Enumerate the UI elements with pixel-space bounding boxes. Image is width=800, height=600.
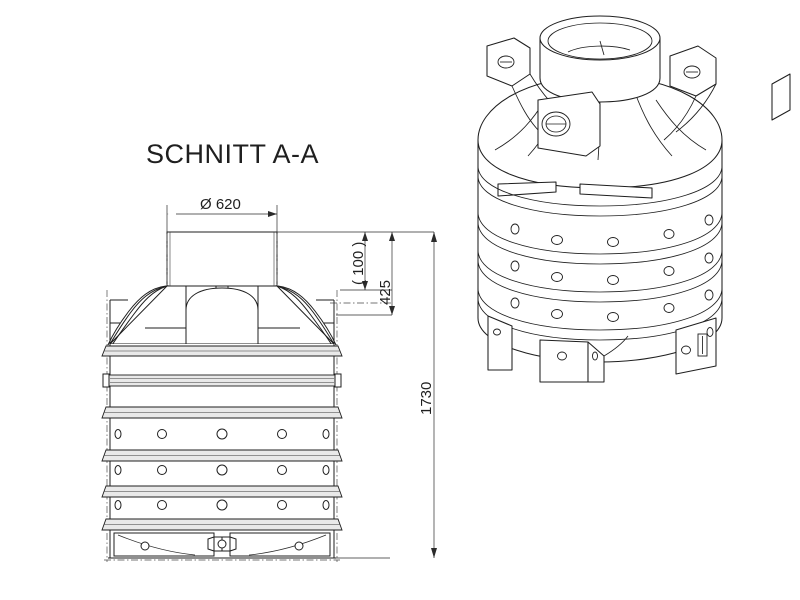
dimension-1730: 1730 [418,232,437,558]
iso-port [537,91,601,157]
iso-feet [487,315,717,383]
rib-1 [101,345,343,357]
iso-hole-row-3 [510,289,714,322]
hole-row-2 [114,464,330,476]
dimension-stack: ( 100 ) 425 1730 [277,231,437,558]
iso-neck [539,15,661,103]
dimension-425: 425 [377,232,395,315]
iso-hole-row-2 [510,252,714,285]
shoulder-cone [107,285,337,346]
rib-3 [101,449,343,462]
base-skirt [104,529,390,561]
dimension-label-100: ( 100 ) [350,242,367,285]
rib-5 [101,518,343,531]
dimension-label-620: Ø 620 [200,196,241,213]
rib-2 [101,406,343,419]
dimension-label-1730: 1730 [418,382,435,415]
iso-lugs [486,37,791,141]
rib-channel [102,373,342,388]
dimension-diameter-620: Ø 620 [166,196,278,240]
neck-collar [166,231,278,288]
section-view: Ø 620 [101,196,390,562]
page-title: SCHNITT A-A [146,139,319,169]
rib-4 [101,485,343,498]
inner-dome [110,285,334,345]
hole-row-1 [114,428,330,440]
dimension-label-425: 425 [377,280,394,305]
isometric-view [477,15,791,383]
iso-slots [497,181,653,199]
tank-body [101,344,343,550]
hole-row-3 [114,499,330,511]
iso-hole-row-1 [510,214,714,247]
dimension-100: ( 100 ) [350,232,368,290]
